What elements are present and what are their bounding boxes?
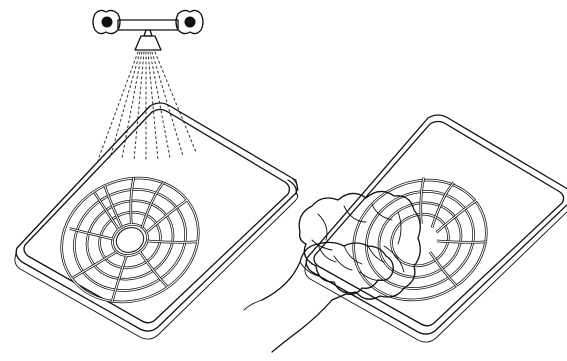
water-spray-icon [98,52,196,160]
fan-filter-pad-icon [305,115,567,342]
panel-rinse [15,10,298,339]
panel-wipe [244,115,567,352]
fan-grill [334,159,506,322]
hand-icon [244,242,393,352]
faucet-icon [93,10,203,50]
fan-grill [41,156,219,324]
